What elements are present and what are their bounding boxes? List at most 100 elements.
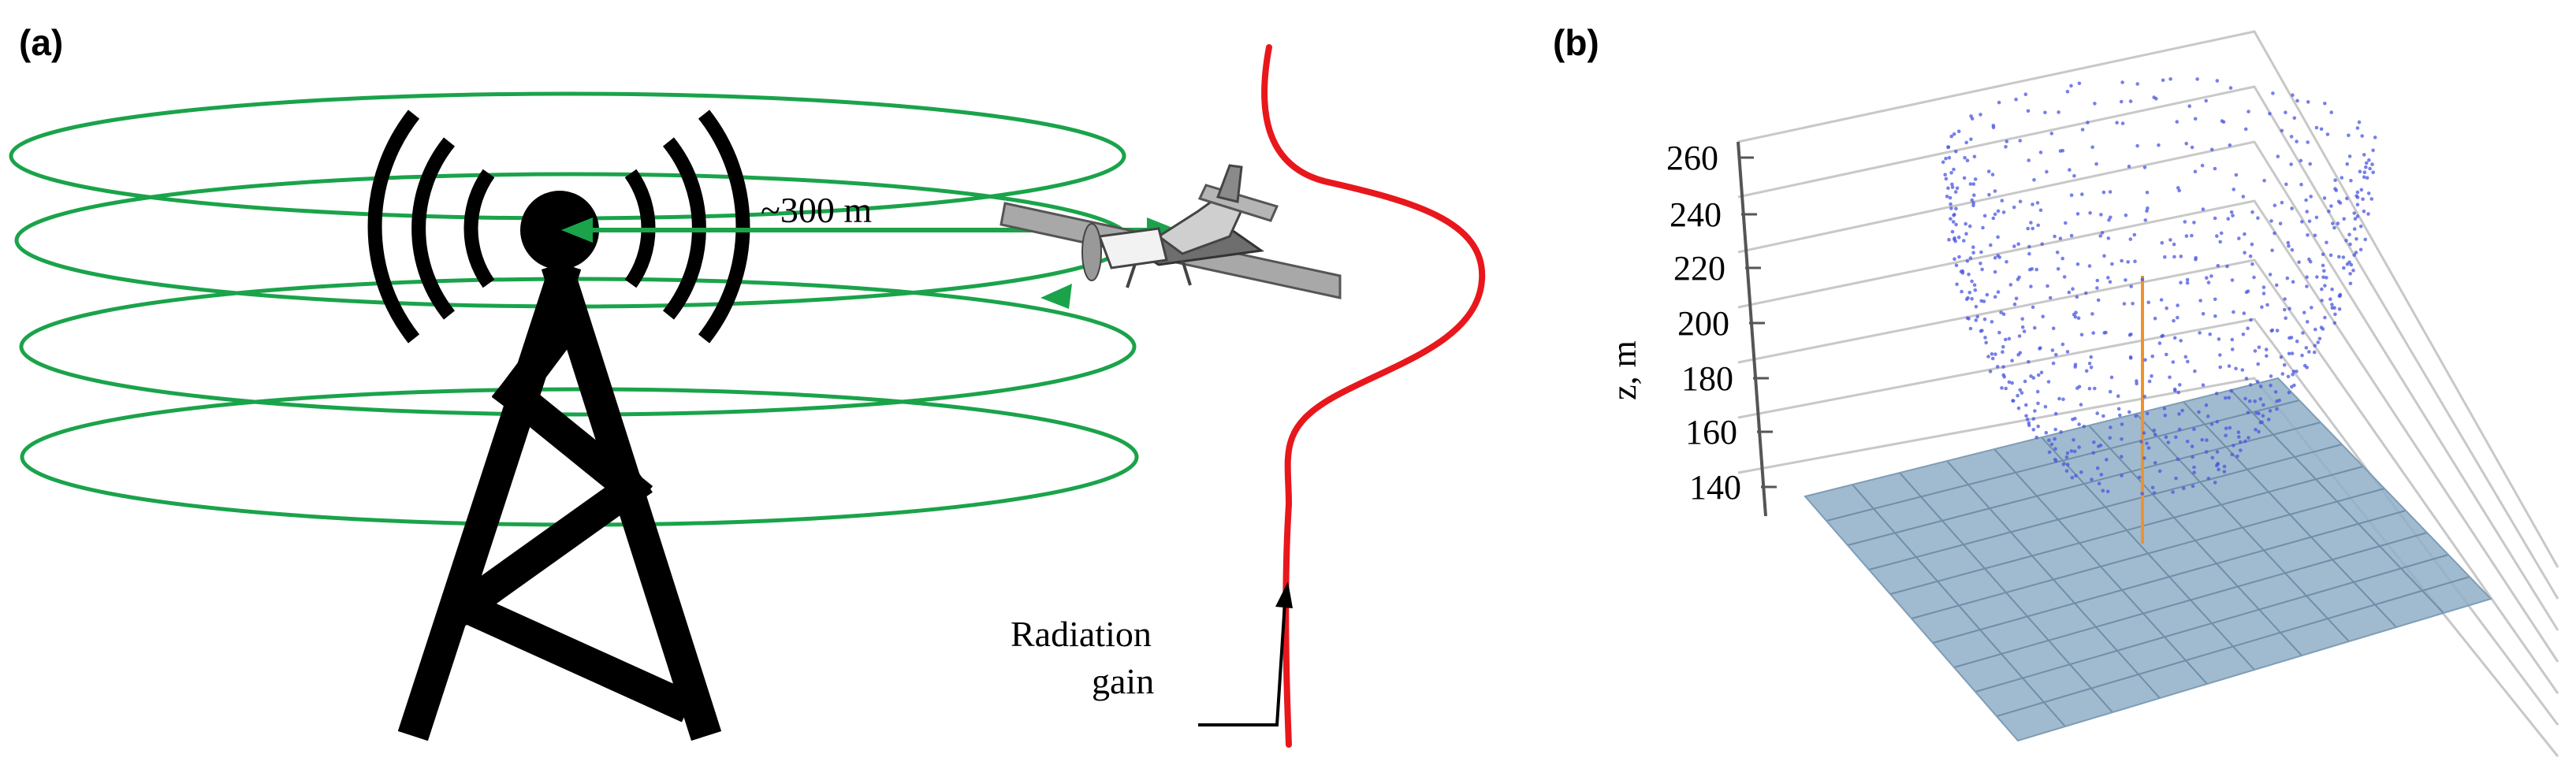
cloud-point <box>2227 364 2232 368</box>
cloud-point <box>1956 235 1961 240</box>
cloud-point <box>2275 407 2279 411</box>
cloud-point <box>2295 98 2299 103</box>
cloud-point <box>2033 325 2037 330</box>
cloud-point <box>2119 99 2124 104</box>
cloud-point <box>1951 220 1956 224</box>
cloud-point <box>2004 386 2008 391</box>
cloud-point <box>2355 237 2358 241</box>
cloud-point <box>2157 341 2162 345</box>
cloud-point <box>2291 280 2295 284</box>
cloud-point <box>2256 216 2260 221</box>
cloud-point <box>2192 221 2196 225</box>
ground-plane <box>1804 377 2492 742</box>
cloud-point <box>2051 326 2056 331</box>
cloud-point <box>2185 439 2190 444</box>
cloud-point <box>1964 140 1968 145</box>
cloud-point <box>1990 320 1994 324</box>
cloud-point <box>2290 247 2295 252</box>
cloud-point <box>2031 428 2036 432</box>
cloud-point <box>1947 155 1952 160</box>
cloud-point <box>2287 243 2291 248</box>
z-axis-label: z, m <box>1605 340 1644 400</box>
cloud-point <box>1949 217 1952 221</box>
cloud-point <box>2047 450 2052 455</box>
cloud-point <box>2295 339 2299 344</box>
cloud-point <box>1963 155 1967 160</box>
cloud-point <box>2177 188 2181 193</box>
cloud-point <box>2283 297 2287 301</box>
cloud-point <box>2120 121 2125 125</box>
cloud-point <box>1995 365 2000 369</box>
cloud-point <box>2109 375 2114 380</box>
cloud-point <box>2142 165 2147 169</box>
cloud-point <box>2232 444 2235 448</box>
cloud-point <box>2365 176 2369 180</box>
cloud-point <box>2099 213 2103 217</box>
cloud-point <box>2120 258 2124 263</box>
cloud-point <box>2075 212 2080 216</box>
cloud-point <box>2048 295 2053 300</box>
cloud-point <box>2031 203 2034 206</box>
cloud-point <box>2299 182 2303 187</box>
cloud-point <box>2011 399 2015 403</box>
cloud-point <box>1975 314 1979 319</box>
cloud-point <box>2045 169 2049 174</box>
cloud-point <box>2321 252 2325 257</box>
cloud-point <box>2031 417 2036 421</box>
cloud-point <box>2004 145 2008 149</box>
cloud-point <box>2358 247 2363 252</box>
cloud-point <box>2228 86 2233 90</box>
cloud-point <box>2175 120 2180 124</box>
cloud-point <box>2145 441 2149 445</box>
cloud-point <box>2179 281 2183 285</box>
cloud-point <box>1944 176 1949 181</box>
cloud-point <box>2261 414 2265 418</box>
cloud-point <box>2165 306 2168 310</box>
cloud-point <box>2108 389 2113 394</box>
cloud-point <box>2157 469 2162 474</box>
cloud-point <box>2368 166 2372 171</box>
cloud-point <box>2206 414 2210 418</box>
cloud-point <box>2373 136 2377 139</box>
cloud-point <box>1997 330 2001 335</box>
cloud-point <box>2240 368 2245 372</box>
cloud-point <box>2229 210 2234 214</box>
cloud-point <box>2306 233 2310 237</box>
cloud-point <box>2128 237 2133 241</box>
cloud-point <box>2043 404 2048 409</box>
cloud-point <box>2120 474 2124 477</box>
cloud-point <box>2020 317 2024 321</box>
cloud-point <box>1984 340 1988 345</box>
cloud-point <box>2261 285 2266 289</box>
cloud-point <box>2209 422 2214 426</box>
cloud-point <box>2058 236 2063 241</box>
cloud-point <box>2092 440 2096 444</box>
cloud-point <box>2340 176 2344 180</box>
cloud-point <box>2243 232 2247 236</box>
cloud-point <box>2074 310 2078 315</box>
cloud-point <box>2234 366 2238 371</box>
cloud-point <box>2182 486 2186 491</box>
cloud-point <box>1970 279 1974 284</box>
cloud-point <box>2317 336 2322 341</box>
cloud-point <box>2095 286 2099 290</box>
cloud-point <box>1982 299 1986 303</box>
z-tick-180: 180 <box>1681 359 1733 398</box>
cloud-point <box>2252 275 2256 280</box>
cloud-point <box>1953 190 1958 194</box>
cloud-point <box>2071 287 2075 292</box>
cloud-point <box>2336 199 2341 203</box>
cloud-point <box>2200 437 2204 442</box>
cloud-point <box>2363 237 2367 242</box>
cloud-point <box>2321 327 2325 331</box>
cloud-point <box>2321 275 2325 280</box>
cloud-point <box>2277 398 2281 403</box>
cloud-point <box>2153 433 2157 437</box>
cloud-point <box>2332 225 2336 230</box>
cloud-point <box>2246 289 2250 293</box>
airplane-icon <box>1000 164 1342 299</box>
cloud-point <box>2137 475 2142 480</box>
cloud-point <box>2334 188 2339 192</box>
cloud-point <box>2305 275 2309 280</box>
cloud-point <box>2328 297 2332 302</box>
